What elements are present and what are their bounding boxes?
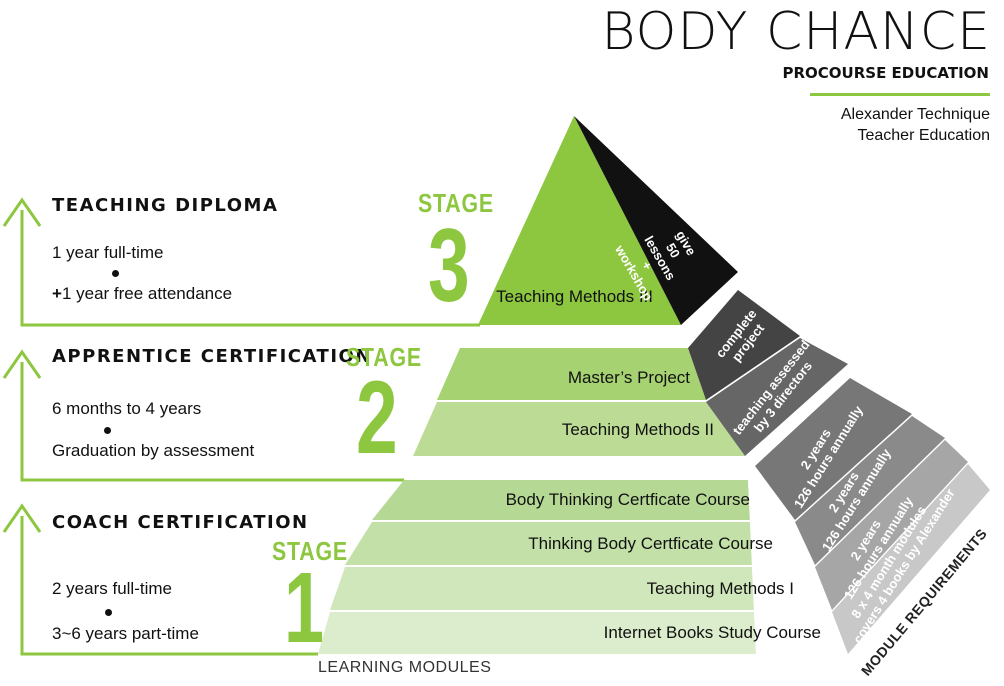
bracket-stage-3 xyxy=(20,210,480,327)
bullet-dot xyxy=(105,609,112,616)
brand-subtitle: PROCOURSE EDUCATION xyxy=(782,64,989,82)
brand-description-line: Teacher Education xyxy=(857,127,990,144)
req-block-tm1 xyxy=(815,440,968,610)
bracket-stage-1 xyxy=(20,516,318,656)
tier1-internet-books-block xyxy=(318,612,756,654)
req-block-masters xyxy=(688,290,800,400)
brand-description: Alexander Technique Teacher Education xyxy=(760,104,990,146)
stage-1-title: COACH CERTIFICATION xyxy=(52,512,309,533)
brand-logo-text: BODY CHANCE xyxy=(601,2,991,62)
stage-3-extra: +1 year free attendance xyxy=(52,284,232,304)
bracket-stage-2 xyxy=(20,362,404,482)
stage-3-duration: 1 year full-time xyxy=(52,243,164,262)
module-thinking-body: Thinking Body Certficate Course xyxy=(528,534,773,553)
tier1-thinking-body-block xyxy=(345,522,752,565)
tier2-teaching-methods-block xyxy=(413,402,745,456)
stage-2-duration: 6 months to 4 years xyxy=(52,399,202,418)
stage-2-label: STAGE xyxy=(346,342,422,372)
module-teaching-methods-2: Teaching Methods II xyxy=(561,420,714,439)
req-block-tm3 xyxy=(574,116,738,325)
module-masters-project: Master’s Project xyxy=(567,368,690,387)
module-body-thinking: Body Thinking Certficate Course xyxy=(505,490,750,509)
brand-description-line: Alexander Technique xyxy=(840,106,990,123)
stage-3-title: TEACHING DIPLOMA xyxy=(52,195,279,216)
tier1-teaching-methods-block xyxy=(330,567,754,610)
stage-brackets xyxy=(20,210,480,656)
bullet-dot xyxy=(112,270,119,277)
stage-1-full-time: 2 years full-time xyxy=(52,579,172,598)
req-block-internet-books xyxy=(832,464,990,654)
arrow-heads xyxy=(2,197,42,533)
req-block-tm2 xyxy=(706,338,848,456)
brand-divider xyxy=(810,93,990,96)
module-internet-books: Internet Books Study Course xyxy=(603,623,821,642)
stage-3-extra-text: 1 year free attendance xyxy=(61,284,233,303)
tier3-teaching-methods-block xyxy=(478,116,681,325)
module-teaching-methods-1: Teaching Methods I xyxy=(646,579,794,598)
tier2-masters-project-block xyxy=(437,348,706,400)
req-block-thinking-body xyxy=(795,416,945,565)
stage-1-part-time: 3~6 years part-time xyxy=(52,624,199,643)
req-block-body-thinking xyxy=(755,378,912,520)
plus-icon: + xyxy=(52,284,62,303)
arrow-up-icon xyxy=(2,197,42,227)
stage-2-number: 2 xyxy=(356,360,398,476)
stage-3-number: 3 xyxy=(428,208,470,324)
bullet-dot xyxy=(104,427,111,434)
tier1-body-thinking-block xyxy=(372,480,750,520)
stage-3-label: STAGE xyxy=(418,188,494,218)
learning-modules-label: LEARNING MODULES xyxy=(318,659,492,676)
stage-2-title: APPRENTICE CERTIFICATION xyxy=(52,346,372,367)
stage-2-assessment: Graduation by assessment xyxy=(52,441,255,460)
module-teaching-methods-3: Teaching Methods III xyxy=(496,287,653,306)
arrow-up-icon xyxy=(2,503,42,533)
stage-1-label: STAGE xyxy=(272,536,348,566)
stage-1-number: 1 xyxy=(284,552,325,664)
arrow-up-icon xyxy=(2,349,42,379)
